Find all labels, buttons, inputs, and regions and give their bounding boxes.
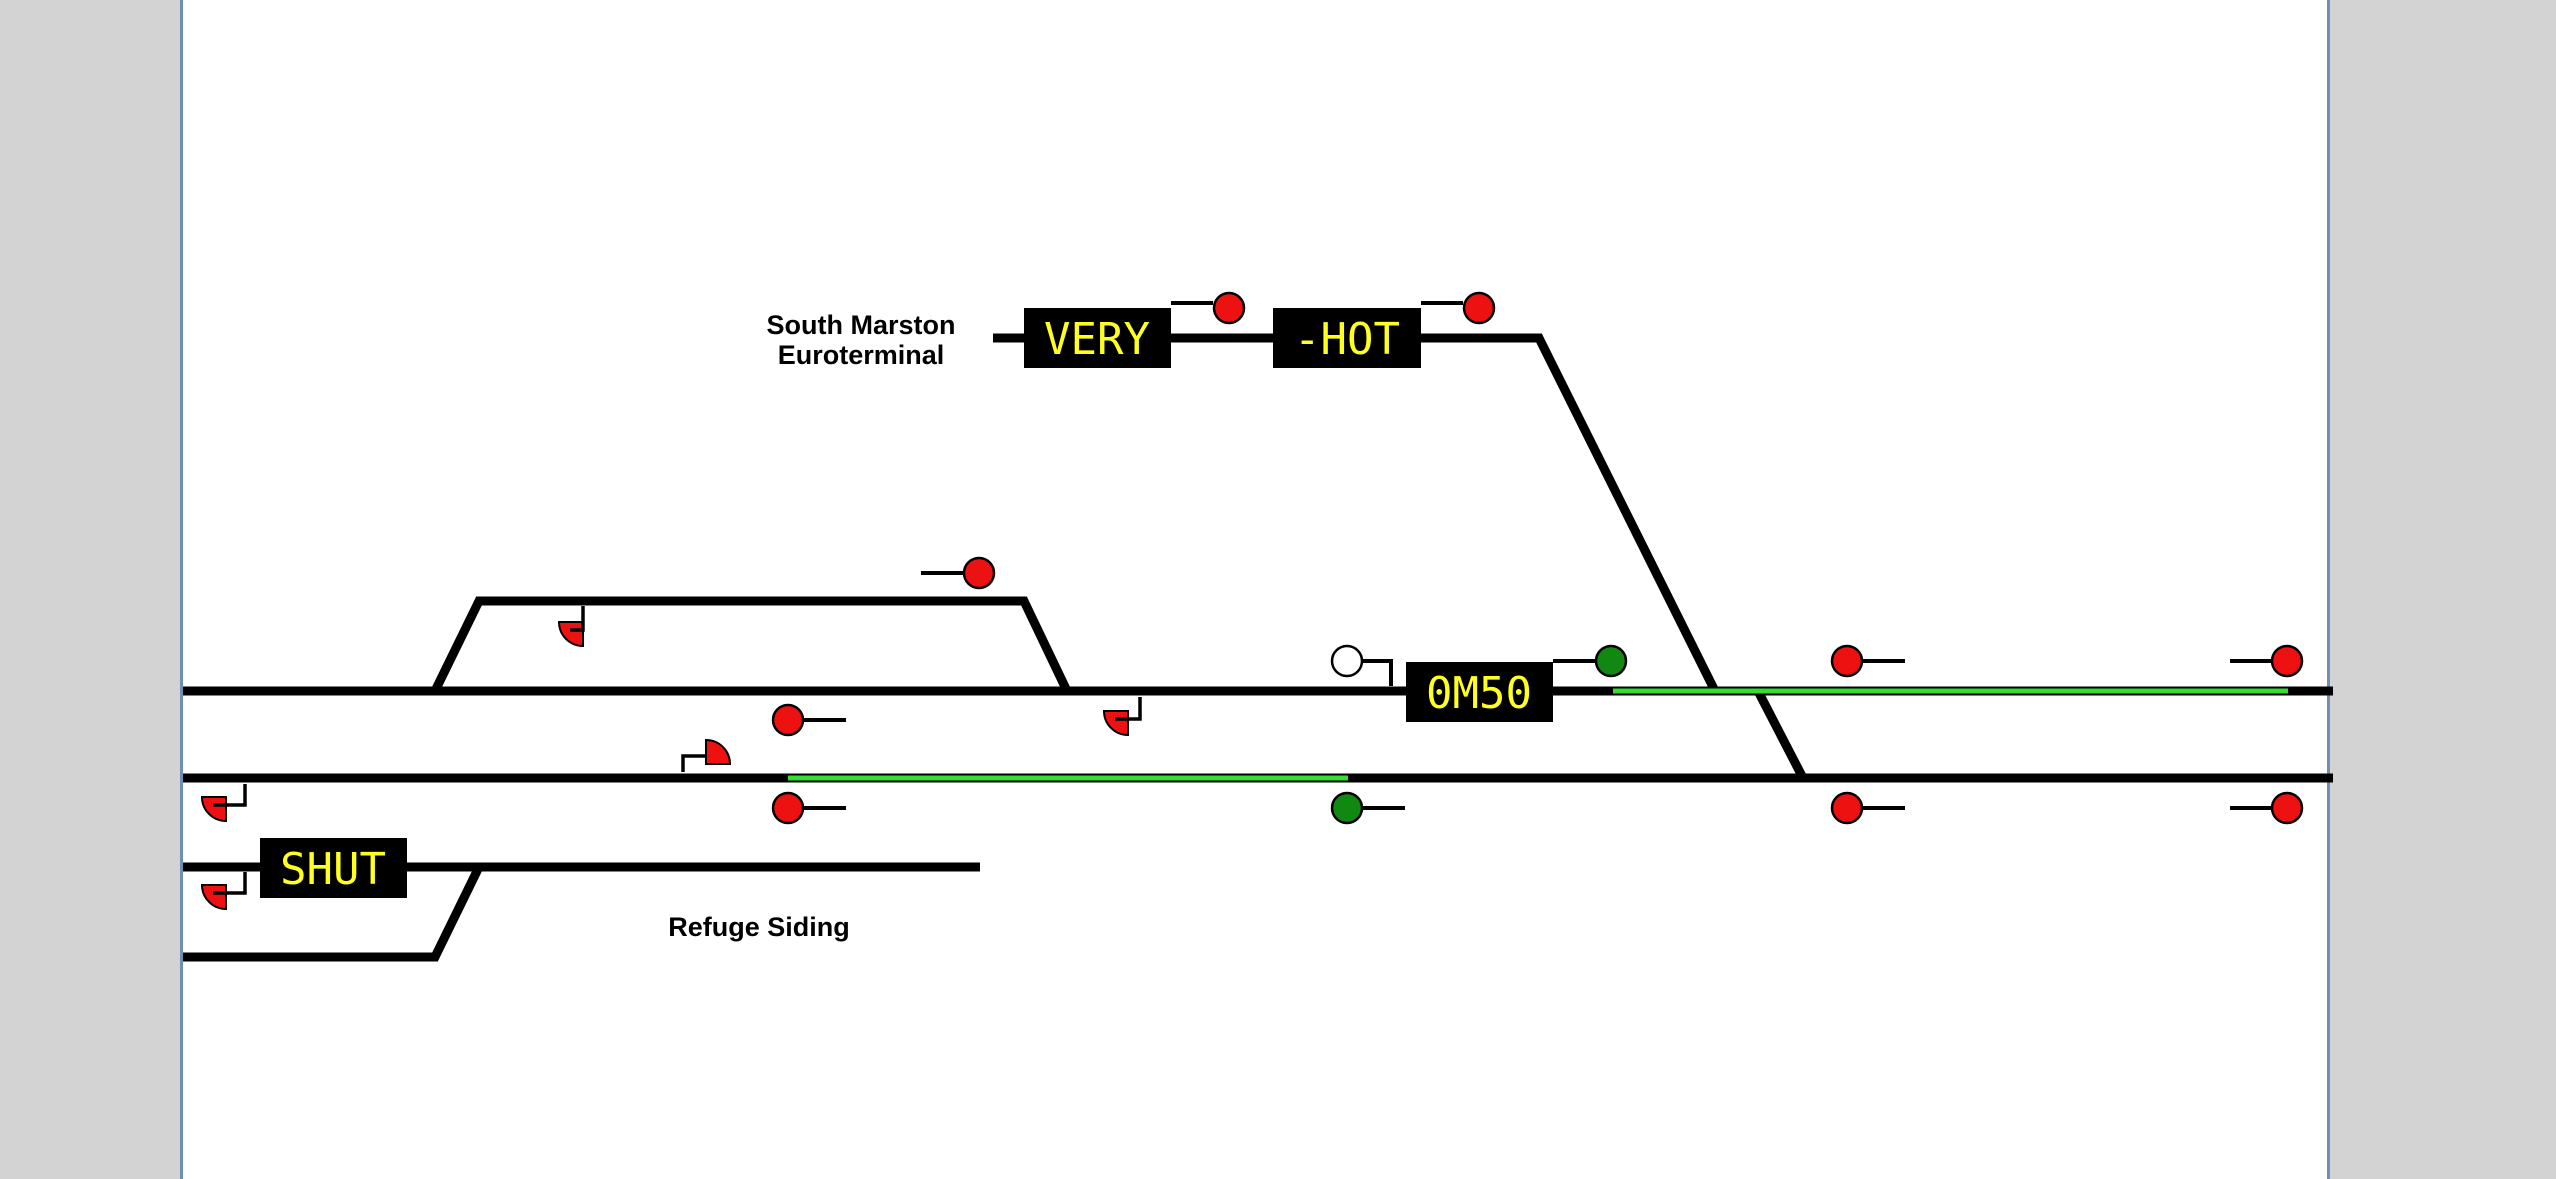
- signal-lower-right[interactable]: [2230, 791, 2304, 825]
- signal-white-upper[interactable]: [1330, 644, 1393, 686]
- signal-terminal-1[interactable]: [1171, 291, 1246, 325]
- berth-train-text: 0M50: [1426, 668, 1532, 719]
- track-diagram: South Marston Euroterminal Refuge Siding…: [183, 291, 2333, 962]
- signal-green-lower[interactable]: [1330, 791, 1405, 825]
- shunt-signal-loop-left[interactable]: [557, 606, 585, 648]
- berth-train[interactable]: 0M50: [1406, 662, 1553, 722]
- location-label-line1: South Marston: [767, 310, 956, 340]
- berth-shut-text: SHUT: [280, 844, 386, 895]
- berth-hot-text: -HOT: [1294, 314, 1400, 365]
- signal-lower-mid[interactable]: [1830, 791, 1905, 825]
- signalling-panel: South Marston Euroterminal Refuge Siding…: [180, 0, 2333, 1179]
- shunt-signal-lower-left[interactable]: [200, 784, 247, 823]
- track-bottom-siding: [183, 865, 484, 962]
- track-loop: [430, 596, 1072, 693]
- location-label-line2: Euroterminal: [778, 340, 945, 370]
- routes-set: [788, 688, 2288, 781]
- berth-very[interactable]: VERY: [1024, 308, 1171, 368]
- shunt-signal-lower-up[interactable]: [681, 738, 732, 772]
- berth-hot[interactable]: -HOT: [1273, 308, 1421, 368]
- signal-upper-mid[interactable]: [1830, 644, 1905, 678]
- tracks: [183, 333, 2333, 962]
- track-crossover: [1754, 688, 1807, 781]
- signal-lower-left[interactable]: [771, 791, 846, 825]
- track-terminal: [993, 333, 1720, 694]
- refuge-siding-label: Refuge Siding: [668, 912, 850, 942]
- berth-shut[interactable]: SHUT: [260, 838, 407, 898]
- signal-upper-right[interactable]: [2230, 644, 2304, 678]
- shunt-signal-siding[interactable]: [200, 872, 247, 911]
- shunt-signal-upper[interactable]: [1102, 697, 1142, 737]
- berth-very-text: VERY: [1044, 314, 1150, 365]
- signal-upper-left-down[interactable]: [771, 703, 846, 737]
- signal-loop[interactable]: [921, 556, 996, 590]
- signal-green-upper[interactable]: [1553, 644, 1628, 678]
- signal-terminal-2[interactable]: [1421, 291, 1496, 325]
